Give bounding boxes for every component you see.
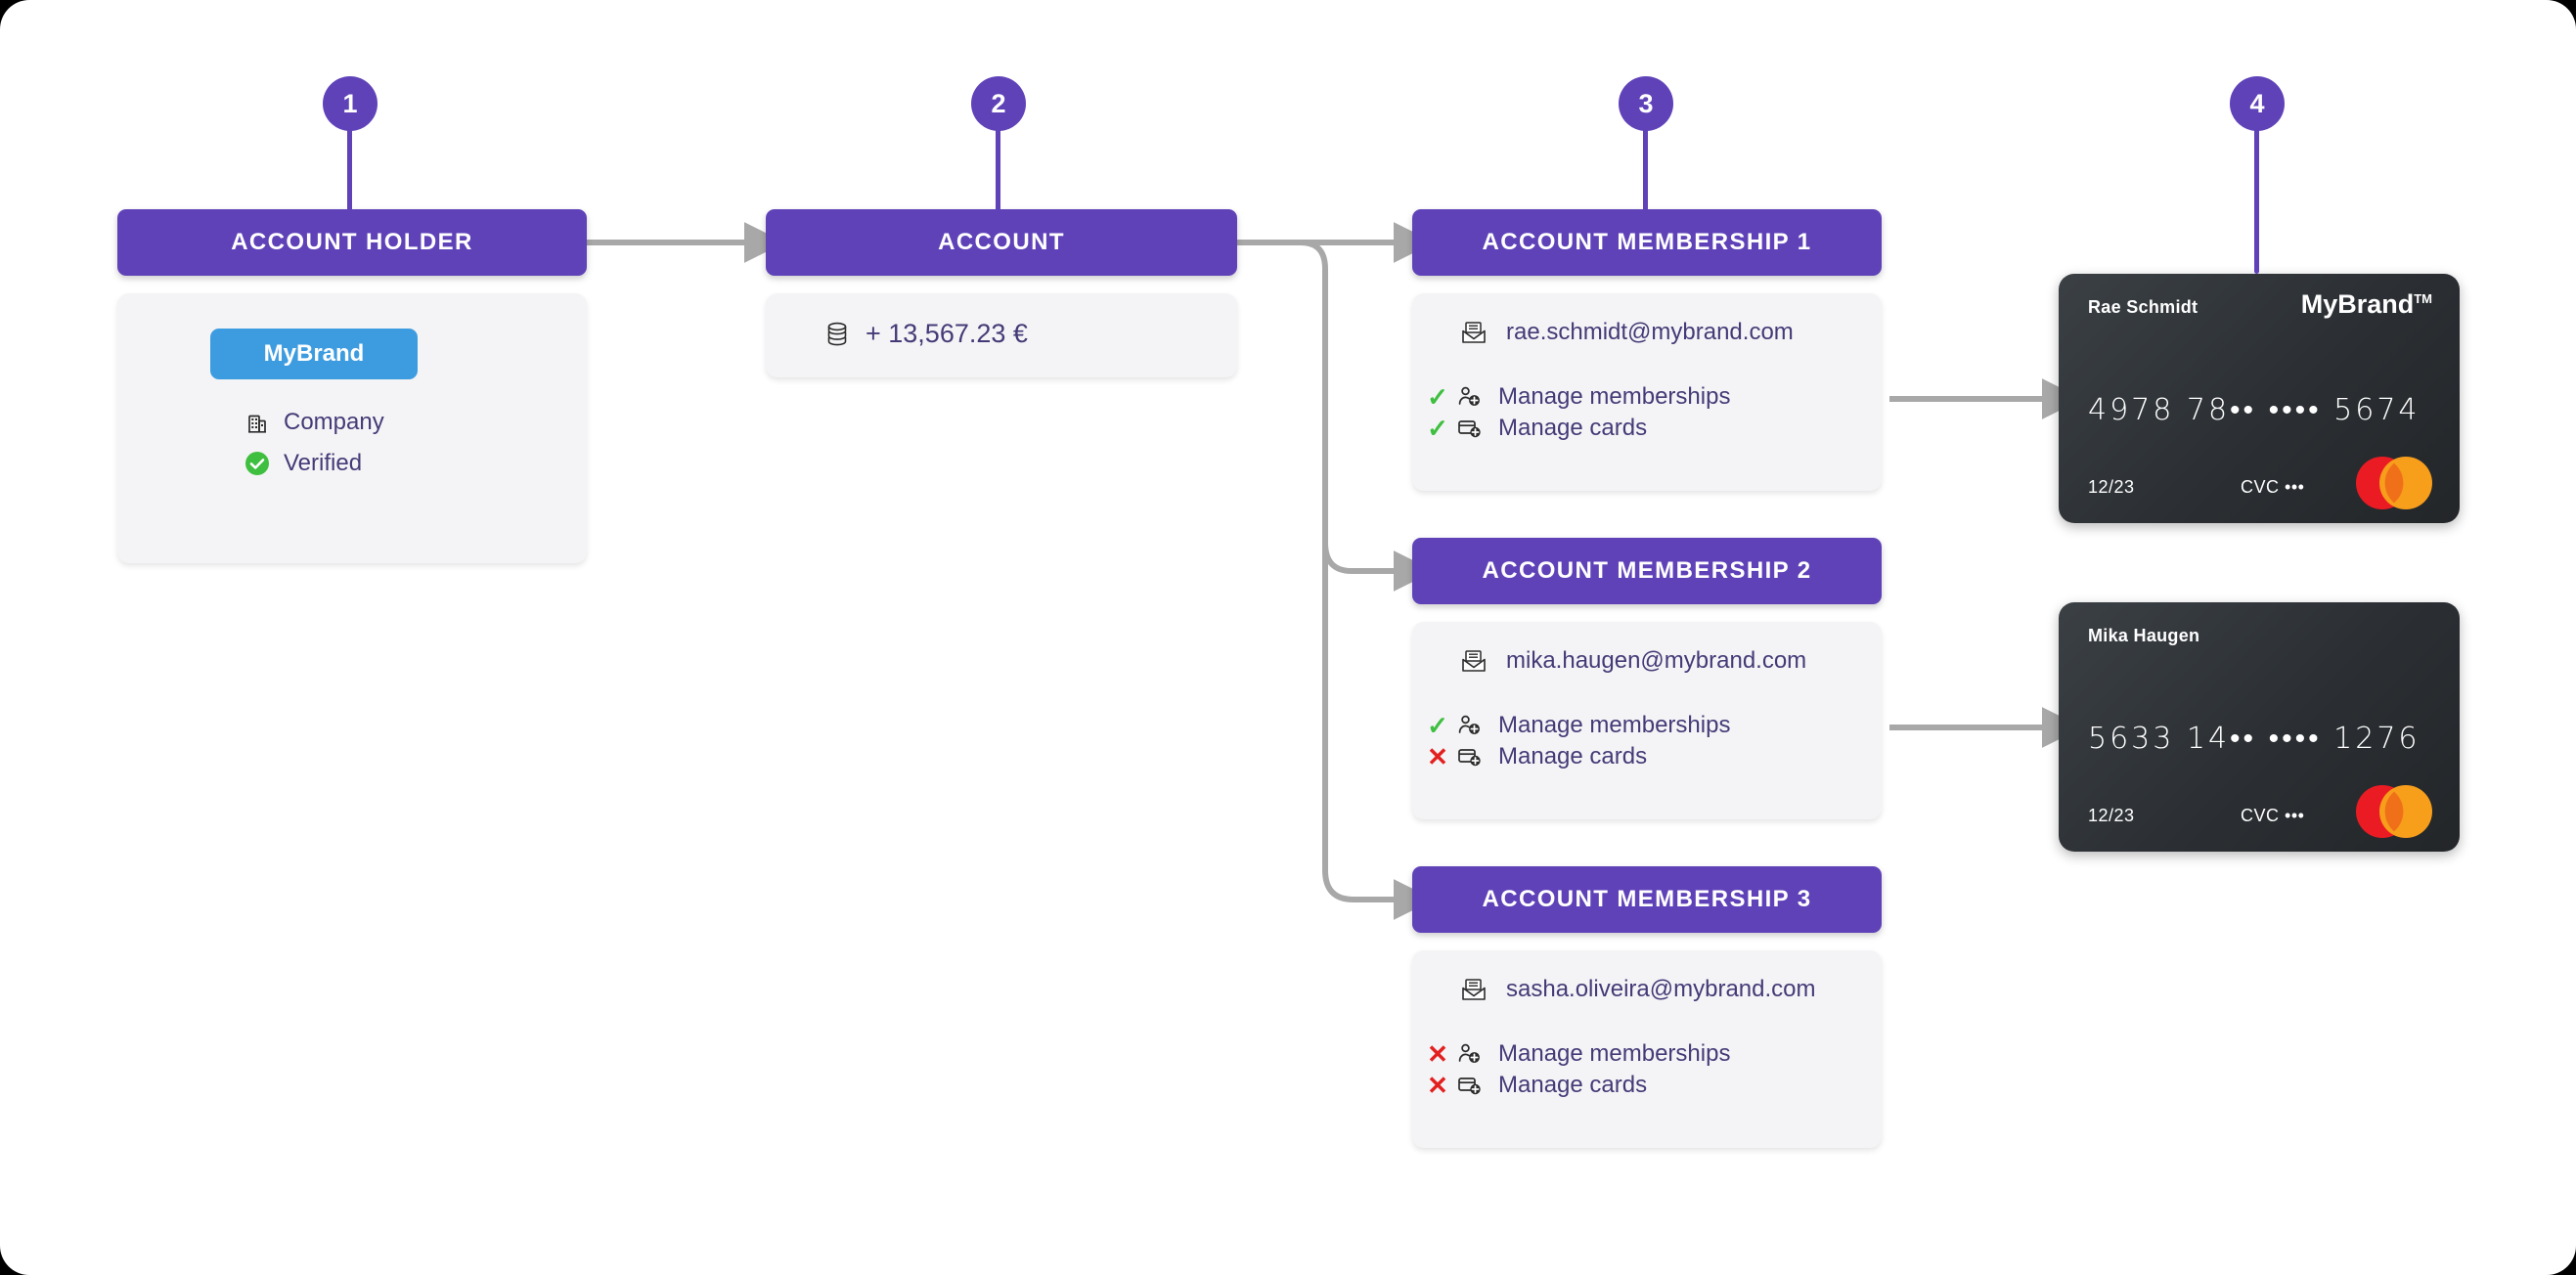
membership-3-panel: sasha.oliveira@mybrand.com ✕ Manage memb… <box>1412 950 1882 1148</box>
badge-stem-4 <box>2254 127 2259 274</box>
permission-label: Manage memberships <box>1498 712 1731 738</box>
account-holder-attribute-company-label: Company <box>284 409 384 435</box>
badge-stem-1 <box>347 127 352 211</box>
account-panel: + 13,567.23 € <box>766 293 1237 377</box>
bank-card-2-cvc: CVC ••• <box>2241 806 2304 826</box>
permission-label: Manage cards <box>1498 743 1648 769</box>
bank-card-1-brand-text: MyBrand <box>2300 289 2415 319</box>
membership-1-panel: rae.schmidt@mybrand.com ✓ Manage members… <box>1412 293 1882 491</box>
membership-1-header[interactable]: ACCOUNT MEMBERSHIP 1 <box>1412 209 1882 276</box>
step-badge-1: 1 <box>323 76 378 131</box>
account-header[interactable]: ACCOUNT <box>766 209 1237 276</box>
coins-stack-icon <box>826 322 848 347</box>
bank-card-1-number: 4978 78•• •••• 5674 <box>2088 393 2421 427</box>
mastercard-logo <box>2356 785 2432 838</box>
arrow-account-to-membership-3 <box>1322 274 1435 920</box>
membership-2-permissions: ✓ Manage memberships ✕ <box>1420 710 1730 772</box>
bank-card-1-expiry: 12/23 <box>2088 477 2135 497</box>
membership-3-email-row: sasha.oliveira@mybrand.com <box>1461 976 1816 1003</box>
envelope-icon <box>1461 649 1487 673</box>
envelope-icon <box>1461 978 1487 1001</box>
membership-3-header[interactable]: ACCOUNT MEMBERSHIP 3 <box>1412 866 1882 933</box>
permission-allowed-icon: ✓ <box>1427 381 1448 412</box>
account-holder-panel: MyBrand Company <box>117 293 587 563</box>
add-card-icon <box>1455 1073 1485 1098</box>
permission-allowed-icon: ✓ <box>1427 710 1448 740</box>
bank-card-1[interactable]: Rae Schmidt MyBrandTM 4978 78•• •••• 567… <box>2059 274 2460 523</box>
membership-2-email: mika.haugen@mybrand.com <box>1506 647 1807 674</box>
permission-label: Manage memberships <box>1498 1040 1731 1067</box>
step-badge-4: 4 <box>2230 76 2285 131</box>
permission-row: ✕ Manage cards <box>1420 1070 1730 1101</box>
account-balance-value: + 13,567.23 € <box>866 319 1028 348</box>
membership-1-permissions: ✓ Manage memberships ✓ <box>1420 381 1730 444</box>
permission-denied-icon: ✕ <box>1427 741 1448 771</box>
badge-stem-2 <box>996 127 1000 211</box>
add-card-icon <box>1455 416 1485 441</box>
envelope-icon <box>1461 321 1487 344</box>
bank-card-1-holder-name: Rae Schmidt <box>2088 297 2198 317</box>
permission-row: ✓ Manage memberships <box>1420 381 1730 413</box>
account-balance-row: + 13,567.23 € <box>826 319 1028 349</box>
add-card-icon <box>1455 744 1485 769</box>
verified-check-icon <box>244 451 270 476</box>
building-icon <box>244 410 270 435</box>
step-badge-3: 3 <box>1619 76 1673 131</box>
permission-row: ✕ Manage cards <box>1420 741 1730 772</box>
permission-label: Manage cards <box>1498 415 1648 441</box>
bank-card-2-cvc-value: ••• <box>2285 806 2305 825</box>
membership-2-panel: mika.haugen@mybrand.com ✓ Manage members… <box>1412 622 1882 819</box>
step-badge-2: 2 <box>971 76 1026 131</box>
permission-label: Manage cards <box>1498 1072 1648 1098</box>
account-holder-header[interactable]: ACCOUNT HOLDER <box>117 209 587 276</box>
account-holder-attribute-verified: Verified <box>244 450 362 477</box>
account-holder-attribute-company: Company <box>244 409 384 436</box>
permission-denied-icon: ✕ <box>1427 1070 1448 1100</box>
permission-allowed-icon: ✓ <box>1427 413 1448 443</box>
membership-2-header[interactable]: ACCOUNT MEMBERSHIP 2 <box>1412 538 1882 604</box>
bank-card-2-expiry: 12/23 <box>2088 806 2135 825</box>
bank-card-1-cvc: CVC ••• <box>2241 477 2304 498</box>
membership-1-email-row: rae.schmidt@mybrand.com <box>1461 319 1794 346</box>
membership-3-email: sasha.oliveira@mybrand.com <box>1506 976 1816 1002</box>
mastercard-logo <box>2356 457 2432 509</box>
bank-card-2-holder-name: Mika Haugen <box>2088 626 2200 645</box>
membership-1-email: rae.schmidt@mybrand.com <box>1506 319 1794 345</box>
bank-card-1-cvc-label: CVC <box>2241 477 2280 497</box>
account-holder-brand-chip[interactable]: MyBrand <box>210 329 418 379</box>
add-person-icon <box>1455 713 1485 738</box>
bank-card-2[interactable]: Mika Haugen 5633 14•• •••• 1276 12/23 CV… <box>2059 602 2460 852</box>
trademark-symbol: TM <box>2414 291 2432 306</box>
add-person-icon <box>1455 384 1485 410</box>
bank-card-2-number: 5633 14•• •••• 1276 <box>2088 722 2421 756</box>
bank-card-1-brand: MyBrandTM <box>2301 289 2432 320</box>
arrow-account-to-membership-2 <box>1237 240 1435 592</box>
permission-row: ✓ Manage cards <box>1420 413 1730 444</box>
permission-row: ✕ Manage memberships <box>1420 1038 1730 1070</box>
add-person-icon <box>1455 1041 1485 1067</box>
membership-2-email-row: mika.haugen@mybrand.com <box>1461 647 1806 675</box>
bank-card-2-cvc-label: CVC <box>2241 806 2280 825</box>
membership-3-permissions: ✕ Manage memberships ✕ <box>1420 1038 1730 1101</box>
permission-denied-icon: ✕ <box>1427 1038 1448 1069</box>
permission-label: Manage memberships <box>1498 383 1731 410</box>
permission-row: ✓ Manage memberships <box>1420 710 1730 741</box>
account-holder-attribute-verified-label: Verified <box>284 450 363 476</box>
badge-stem-3 <box>1643 127 1648 211</box>
bank-card-1-cvc-value: ••• <box>2285 477 2305 497</box>
